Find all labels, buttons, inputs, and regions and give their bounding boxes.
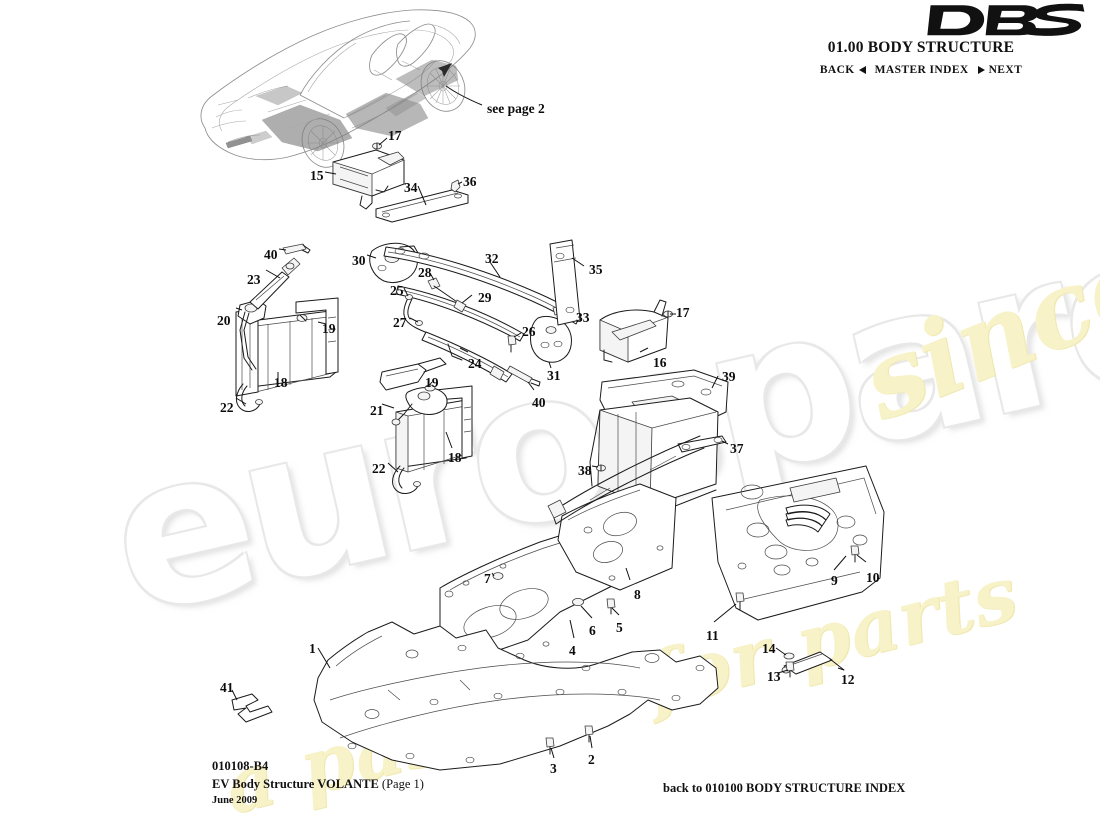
part-8-inner-panel: [557, 483, 677, 591]
next-label: NEXT: [988, 64, 1023, 76]
callout-number[interactable]: 40: [532, 395, 546, 410]
vehicle-ghost-illustration: [200, 9, 483, 168]
callout-number[interactable]: 7: [484, 571, 491, 586]
callout-number[interactable]: 6: [589, 623, 596, 638]
part-18-rollover-bar-left: [235, 243, 339, 412]
callout-number[interactable]: 22: [372, 461, 386, 476]
part-41-z-bracket: [231, 689, 273, 723]
callout-number[interactable]: 23: [247, 272, 261, 287]
part-9-rear-bulkhead: [711, 465, 885, 623]
next-button[interactable]: NEXT: [977, 64, 1023, 76]
callout-number[interactable]: 3: [550, 761, 557, 776]
callout-number[interactable]: 19: [322, 321, 336, 336]
exploded-parts-illustration: [200, 9, 885, 771]
part-28-29-linkage: [395, 272, 541, 391]
callout-number[interactable]: 30: [352, 253, 366, 268]
dbs-brand-logo: [927, 3, 1085, 36]
callout-number[interactable]: 33: [576, 310, 590, 325]
navigation-bar: BACK MASTER INDEX NEXT: [756, 64, 1086, 76]
callout-number[interactable]: 41: [220, 680, 234, 695]
page-title: 01.00 BODY STRUCTURE: [827, 39, 1015, 56]
callout-number[interactable]: 27: [393, 315, 407, 330]
see-page-2-link[interactable]: see page 2: [487, 101, 545, 116]
callout-number[interactable]: 35: [589, 262, 603, 277]
callout-number[interactable]: 13: [767, 669, 781, 684]
part-35-side-plate: [549, 239, 585, 326]
master-index-button[interactable]: MASTER INDEX: [875, 64, 969, 76]
footer-date: June 2009: [212, 794, 258, 806]
callout-number[interactable]: 18: [448, 450, 462, 465]
callout-number[interactable]: 25: [390, 283, 404, 298]
upper-longitudinal-rail: [547, 435, 705, 525]
callout-number[interactable]: 22: [220, 400, 234, 415]
next-arrow-icon: [977, 66, 985, 74]
callout-number[interactable]: 39: [722, 369, 736, 384]
callout-number[interactable]: 19: [425, 375, 439, 390]
callout-number[interactable]: 29: [478, 290, 492, 305]
part-36-clip: [450, 179, 463, 193]
callout-number[interactable]: 8: [634, 587, 641, 602]
page-header: 01.00 BODY STRUCTURE BACK MASTER INDEX N…: [756, 2, 1086, 76]
callout-number[interactable]: 40: [264, 247, 278, 262]
callout-number[interactable]: 11: [706, 628, 719, 643]
callout-number[interactable]: 14: [762, 641, 776, 656]
callout-number[interactable]: 10: [866, 570, 880, 585]
part-15-module-box: [324, 137, 405, 210]
back-arrow-icon: [858, 66, 866, 74]
callout-number[interactable]: 21: [370, 403, 384, 418]
callout-number[interactable]: 5: [616, 620, 623, 635]
callout-number[interactable]: 24: [468, 356, 482, 371]
callout-number[interactable]: 32: [485, 251, 499, 266]
callout-number[interactable]: 18: [274, 375, 288, 390]
parts-diagram-page: eurospares a passion for parts since 198…: [90, 2, 1100, 831]
callout-number[interactable]: 17: [388, 128, 402, 143]
callout-number[interactable]: 15: [310, 168, 324, 183]
part-1-underbody-tray: [313, 621, 719, 771]
callout-number[interactable]: 37: [730, 441, 744, 456]
back-label: BACK: [819, 64, 855, 76]
footer-left-block: 010108-B4 EV Body Structure VOLANTE (Pag…: [212, 758, 424, 808]
footer-index-link[interactable]: back to 010100 BODY STRUCTURE INDEX: [663, 781, 906, 795]
callout-number[interactable]: 26: [522, 324, 536, 339]
part-12-tie-rod: [775, 647, 845, 678]
callout-number[interactable]: 1: [309, 641, 316, 656]
callout-number[interactable]: 31: [547, 368, 561, 383]
part-34-trim-rail: [375, 185, 469, 223]
callout-number[interactable]: 12: [841, 672, 855, 687]
callout-number[interactable]: 16: [653, 355, 667, 370]
footer-drawing-title: EV Body Structure VOLANTE (Page 1): [212, 776, 424, 794]
footer-drawing-code: 010108-B4: [212, 759, 269, 773]
callout-number[interactable]: 38: [578, 463, 592, 478]
back-button[interactable]: BACK: [820, 64, 866, 76]
callout-number[interactable]: 20: [217, 313, 231, 328]
callout-number[interactable]: 4: [569, 643, 576, 658]
callout-number[interactable]: 34: [404, 180, 418, 195]
part-16-tray: [599, 299, 676, 363]
part-18-rollover-bar-right: [379, 357, 473, 494]
callout-number[interactable]: 36: [463, 174, 477, 189]
master-index-label: MASTER INDEX: [874, 64, 969, 76]
callout-number[interactable]: 17: [676, 305, 690, 320]
callout-number[interactable]: 2: [588, 752, 595, 767]
callout-number[interactable]: 9: [831, 573, 838, 588]
footer-page-text: (Page 1): [381, 776, 424, 791]
callout-number[interactable]: 28: [418, 265, 432, 280]
footer-title-text: EV Body Structure VOLANTE: [212, 776, 379, 791]
